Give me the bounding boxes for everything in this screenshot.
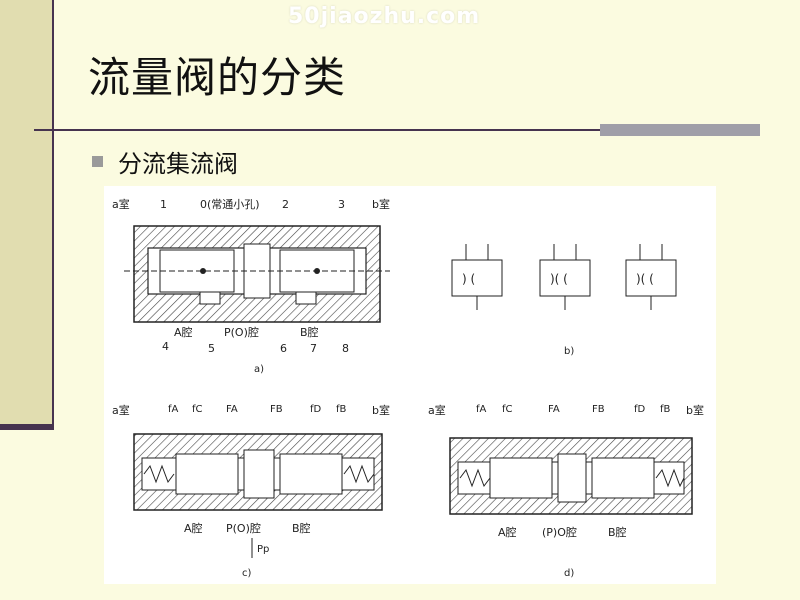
c-FB-label: FB <box>270 404 283 415</box>
d-chamber-left-label: a室 <box>428 403 446 417</box>
a-caption: a) <box>254 364 264 375</box>
bullet-square-icon <box>92 156 103 167</box>
svg-text:)( (: )( ( <box>636 272 654 286</box>
title-rule <box>34 129 600 131</box>
left-decor-line <box>52 0 54 430</box>
c-port-b-label: B腔 <box>292 521 311 535</box>
slide-title: 流量阀的分类 <box>88 53 347 102</box>
diagram-d: a室 b室 fA fC FA FB fD fB A腔 (P)O腔 B腔 d) <box>428 403 704 579</box>
valve-diagram-figure: a室 b室 0(常通小孔) 1 2 3 4 5 6 7 8 A腔 P(O)腔 B… <box>104 186 716 584</box>
d-port-p-label: (P)O腔 <box>542 525 577 539</box>
watermark: 50jiaozhu.com <box>288 4 481 29</box>
a-chamber-right-label: b室 <box>372 197 390 211</box>
c-FA-label: FA <box>226 404 238 415</box>
c-pressure-label: Pp <box>257 544 269 555</box>
c-port-a-label: A腔 <box>184 521 203 535</box>
a-orifice-label: 0(常通小孔) <box>200 198 260 211</box>
diagram-b: ) ( )( ( )( ( b) <box>451 244 677 357</box>
diagram-a: a室 b室 0(常通小孔) 1 2 3 4 5 6 7 8 A腔 P(O)腔 B… <box>112 197 390 375</box>
a-chamber-left-label: a室 <box>112 197 130 211</box>
title-rule-accent <box>600 124 760 136</box>
a-port-a-label: A腔 <box>174 325 193 339</box>
left-decor-bar <box>0 0 52 430</box>
a-num-1: 1 <box>160 198 167 211</box>
c-fb-label: fB <box>336 404 347 415</box>
c-fd-label: fD <box>310 404 322 415</box>
svg-text:)( (: )( ( <box>550 272 568 286</box>
a-num-2: 2 <box>282 198 289 211</box>
valve-diagram-svg: a室 b室 0(常通小孔) 1 2 3 4 5 6 7 8 A腔 P(O)腔 B… <box>112 197 704 579</box>
a-num-8: 8 <box>342 342 349 355</box>
a-port-b-label: B腔 <box>300 325 319 339</box>
c-chamber-left-label: a室 <box>112 403 130 417</box>
a-port-p-label: P(O)腔 <box>224 325 259 339</box>
d-FB-label: FB <box>592 404 605 415</box>
d-caption: d) <box>564 568 574 579</box>
d-FA-label: FA <box>548 404 560 415</box>
a-num-3: 3 <box>338 198 345 211</box>
a-num-7: 7 <box>310 342 317 355</box>
b-caption: b) <box>564 346 574 357</box>
d-chamber-right-label: b室 <box>686 403 704 417</box>
d-fa-label: fA <box>476 404 487 415</box>
d-fc-label: fC <box>502 404 513 415</box>
a-num-6: 6 <box>280 342 287 355</box>
left-decor-bottom <box>0 424 52 430</box>
c-fa-label: fA <box>168 404 179 415</box>
d-fd-label: fD <box>634 404 646 415</box>
c-fc-label: fC <box>192 404 203 415</box>
a-num-4: 4 <box>162 340 169 353</box>
c-caption: c) <box>242 568 251 579</box>
c-chamber-right-label: b室 <box>372 403 390 417</box>
d-port-a-label: A腔 <box>498 525 517 539</box>
d-fb-label: fB <box>660 404 671 415</box>
svg-text:) (: ) ( <box>462 272 475 286</box>
a-num-5: 5 <box>208 342 215 355</box>
c-port-p-label: P(O)腔 <box>226 521 261 535</box>
bullet-text: 分流集流阀 <box>118 150 238 178</box>
d-port-b-label: B腔 <box>608 525 627 539</box>
diagram-c: a室 b室 fA fC FA FB fD fB A腔 P(O)腔 B腔 Pp c… <box>112 403 390 579</box>
